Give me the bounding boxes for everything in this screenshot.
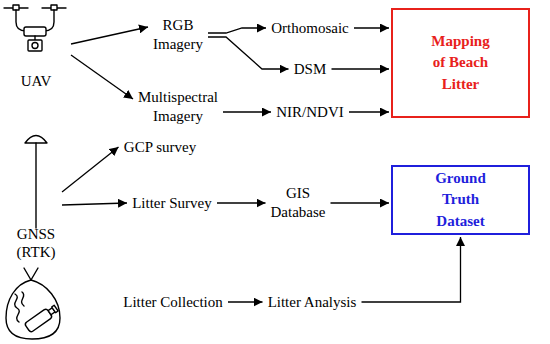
flow-arrow xyxy=(71,27,148,44)
result-box: Mapping of Beach Litter xyxy=(391,8,530,118)
flow-arrow xyxy=(217,202,266,203)
node-label: GCP survey xyxy=(124,138,196,157)
flow-arrow xyxy=(223,111,271,112)
product-text: DSM xyxy=(291,58,330,81)
process-text: Litter Collection xyxy=(120,291,226,314)
bottle-cap xyxy=(52,305,58,312)
node-label: Litter Collection xyxy=(123,293,223,312)
flow-arrow xyxy=(71,55,133,99)
node-label: Orthomosaic xyxy=(271,19,348,38)
process-text: Litter Survey xyxy=(129,192,215,215)
drone-body xyxy=(24,27,46,36)
flow-arrow xyxy=(332,68,390,69)
flow-arrow xyxy=(349,111,389,112)
antenna-dome xyxy=(25,136,47,144)
bag-knot xyxy=(24,268,38,280)
flow-arrow xyxy=(331,202,390,203)
node-label: Litter Analysis xyxy=(268,293,357,312)
flow-arrow xyxy=(62,203,127,205)
process-text: RGB Imagery xyxy=(150,14,206,56)
flow-arrow xyxy=(354,27,389,28)
node-label: Multispectral Imagery xyxy=(138,88,218,126)
node-label: Mapping of Beach Litter xyxy=(431,31,489,95)
flow-arrow xyxy=(208,28,266,33)
flow-arrow xyxy=(62,147,119,192)
flow-arrow xyxy=(362,237,461,302)
camera xyxy=(28,40,42,51)
node-label: GIS Database xyxy=(271,184,326,222)
node-label: RGB Imagery xyxy=(153,16,203,54)
process-text: Litter Analysis xyxy=(265,291,360,314)
product-text: Orthomosaic xyxy=(268,17,352,40)
rotor-hub xyxy=(13,5,19,10)
gnss-node: GNSS (RTK) xyxy=(12,132,60,262)
rotor-hub xyxy=(51,5,57,10)
process-text: Multispectral Imagery xyxy=(135,86,221,128)
flow-arrow xyxy=(208,37,289,69)
node-label: Ground Truth Dataset xyxy=(435,168,486,232)
litter-string xyxy=(22,292,24,306)
camera-lens xyxy=(32,43,38,49)
uav-node: UAV xyxy=(3,3,69,91)
node-label: UAV xyxy=(21,72,52,91)
product-text: NIR/NDVI xyxy=(273,101,347,124)
node-label: Litter Survey xyxy=(132,194,212,213)
process-text: GCP survey xyxy=(121,136,200,159)
node-label: DSM xyxy=(294,60,327,79)
result-box: Ground Truth Dataset xyxy=(391,165,530,235)
node-label: NIR/NDVI xyxy=(276,103,344,122)
antenna-pole xyxy=(35,143,36,228)
process-text: GIS Database xyxy=(268,182,329,224)
node-label: GNSS (RTK) xyxy=(16,225,55,263)
flow-arrow xyxy=(228,301,263,302)
litter-bag xyxy=(6,280,60,339)
litter-string xyxy=(15,294,20,322)
